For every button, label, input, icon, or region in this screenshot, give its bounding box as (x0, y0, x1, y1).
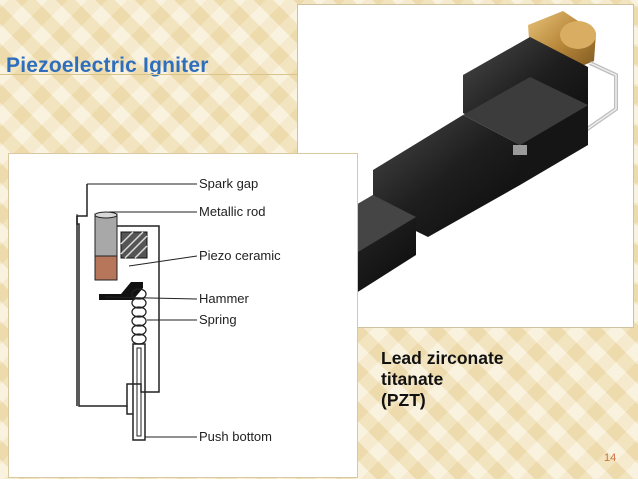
label-push-bottom: Push bottom (199, 429, 272, 444)
schematic-drawing: Spark gap Metallic rod Piezo ceramic Ham… (9, 154, 357, 477)
caption-line-2: titanate (381, 369, 504, 390)
label-spring: Spring (199, 312, 237, 327)
label-piezo-ceramic: Piezo ceramic (199, 248, 281, 263)
page-number: 14 (604, 452, 616, 464)
label-spark-gap: Spark gap (199, 176, 258, 191)
title-underline (0, 74, 300, 75)
pzt-caption: Lead zirconate titanate (PZT) (381, 348, 504, 411)
label-hammer: Hammer (199, 291, 250, 306)
label-metallic-rod: Metallic rod (199, 204, 265, 219)
caption-line-3: (PZT) (381, 390, 504, 411)
caption-line-1: Lead zirconate (381, 348, 504, 369)
igniter-schematic: Spark gap Metallic rod Piezo ceramic Ham… (8, 153, 358, 478)
